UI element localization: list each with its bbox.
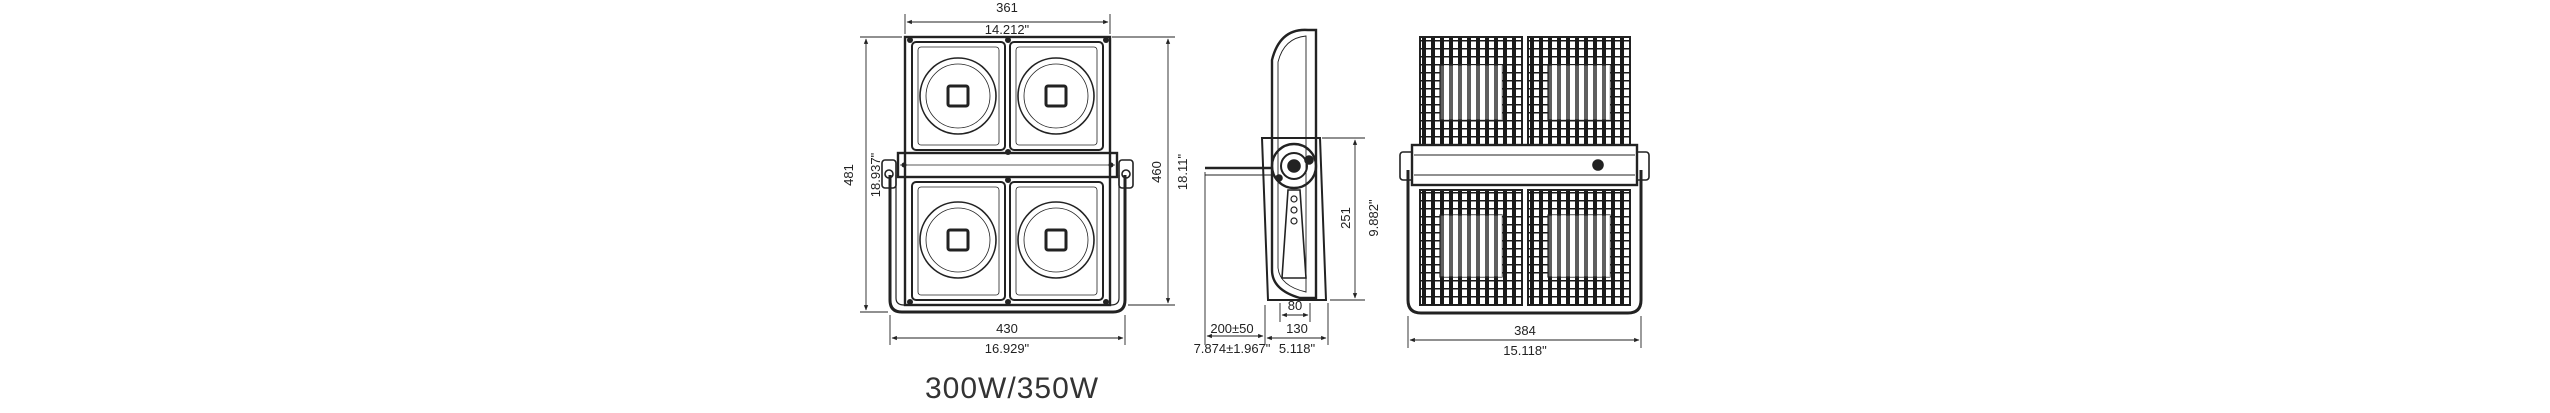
front-module-br <box>1009 181 1104 301</box>
wattage-caption: 300W/350W <box>925 372 1100 405</box>
back-dimensions <box>1407 316 1642 348</box>
side-dimensions <box>1204 137 1365 345</box>
back-view <box>1399 36 1650 315</box>
back-valve-icon <box>1592 159 1604 171</box>
front-width-bottom-mm: 430 <box>996 321 1018 336</box>
front-height-outer-in: 18.937" <box>868 152 883 197</box>
front-module-tl <box>911 41 1006 151</box>
front-module-bl <box>911 181 1006 301</box>
front-width-bottom-in: 16.929" <box>985 341 1030 356</box>
side-view <box>1205 28 1328 301</box>
back-heatsink-bottom-right <box>1527 189 1631 306</box>
back-heatsink-bottom-left <box>1419 189 1523 306</box>
front-height-inner-mm: 460 <box>1149 161 1164 183</box>
front-screws <box>901 37 1114 305</box>
side-bracket-inner-mm: 80 <box>1288 298 1302 313</box>
front-width-top-in: 14.212" <box>985 22 1030 37</box>
side-bracket-height-mm: 251 <box>1338 207 1353 229</box>
front-view <box>881 35 1134 314</box>
front-bracket <box>888 175 1127 314</box>
back-heatsink-top-left <box>1419 36 1523 146</box>
back-heatsink-top-right <box>1527 36 1631 146</box>
front-module-tr <box>1009 41 1104 151</box>
front-housing <box>903 35 1112 307</box>
side-bracket-outer-in: 5.118" <box>1279 341 1316 356</box>
side-body <box>1270 28 1318 300</box>
front-height-outer-mm: 481 <box>841 164 856 186</box>
front-height-inner-in: 18.11" <box>1175 154 1190 191</box>
side-bracket-height-in: 9.882" <box>1366 199 1381 237</box>
back-center-bar <box>1410 143 1639 187</box>
side-hub <box>1270 142 1318 190</box>
back-width-mm: 384 <box>1514 323 1536 338</box>
side-bracket <box>1260 137 1328 301</box>
side-cable-mm: 200±50 <box>1210 321 1253 336</box>
side-bracket-outer-mm: 130 <box>1286 321 1308 336</box>
side-cable-in: 7.874±1.967" <box>1194 341 1271 356</box>
back-width-in: 15.118" <box>1503 343 1547 358</box>
back-bracket <box>1406 170 1643 315</box>
front-width-top-mm: 361 <box>996 0 1018 15</box>
front-dimensions <box>860 14 1175 345</box>
